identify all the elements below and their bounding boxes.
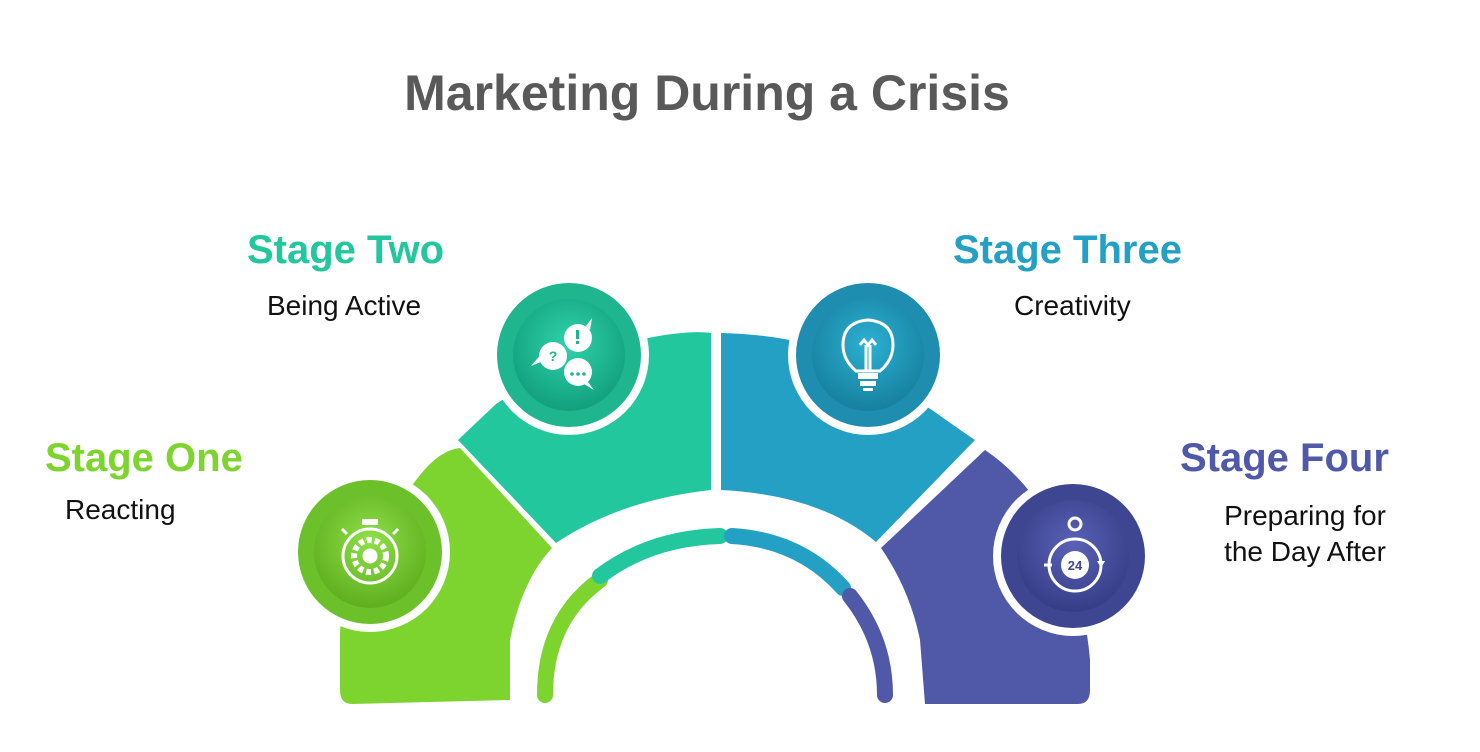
stopwatch-gear-icon — [340, 519, 400, 585]
stage-three-description: Creativity — [1014, 290, 1131, 321]
stage-four-heading: Stage Four — [1180, 436, 1389, 480]
svg-text:?: ? — [549, 348, 558, 364]
stage-two-badge: ? — [489, 275, 649, 435]
lightbulb-icon — [841, 318, 895, 391]
inner-arc-stage-four — [842, 588, 893, 703]
stage-one-badge — [290, 472, 450, 632]
inner-arc-stage-two — [592, 528, 728, 584]
inner-arc-stage-three — [724, 528, 851, 596]
stage-two-description: Being Active — [267, 290, 422, 321]
diagram-title: Marketing During a Crisis — [404, 65, 1010, 121]
stage-three-badge — [788, 275, 948, 435]
stage-two-segment — [458, 332, 711, 543]
stage-one-heading: Stage One — [45, 436, 243, 480]
stage-four-description: Preparing for the Day After — [1224, 500, 1386, 567]
stage-one-description: Reacting — [65, 494, 176, 525]
stage-four-badge: 24 — [993, 476, 1153, 636]
inner-arc-stage-one — [537, 572, 608, 703]
speech-bubbles-icon: ? — [531, 318, 594, 390]
stage-three-segment — [721, 333, 975, 542]
clock-24-icon: 24 — [1044, 516, 1105, 593]
stage-three-heading: Stage Three — [953, 228, 1182, 272]
clock-24-label: 24 — [1068, 558, 1083, 573]
stage-two-heading: Stage Two — [247, 228, 445, 272]
